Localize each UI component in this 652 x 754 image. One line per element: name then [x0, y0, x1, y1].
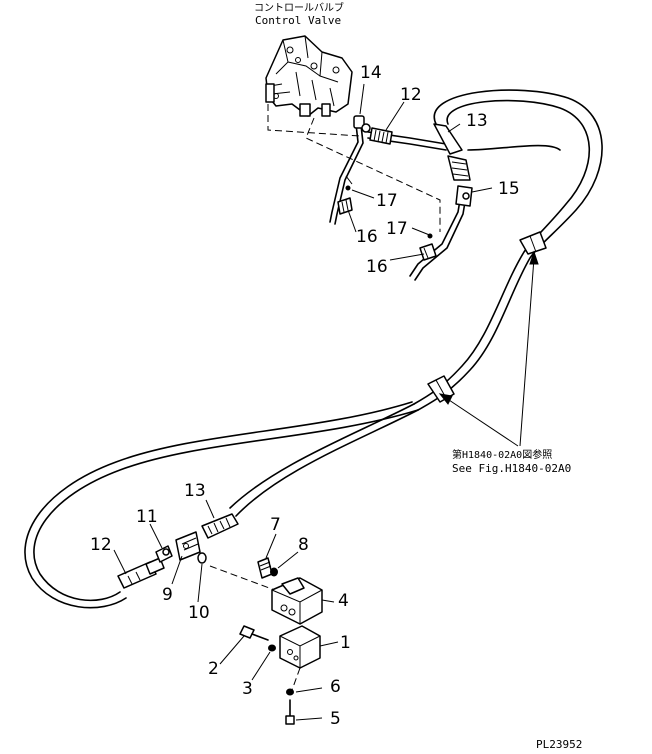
callout-4: 4 — [338, 591, 349, 611]
washer-6 — [286, 688, 294, 696]
long-hose-lower — [24, 401, 419, 609]
callout-16-b: 16 — [366, 257, 388, 277]
hose-13-top — [433, 123, 471, 181]
reference-text-jp: 第H1840-02A0図参照 — [452, 448, 552, 461]
bolt-5 — [285, 699, 295, 725]
control-valve-leader-lines — [267, 104, 441, 232]
pilot-tube-15 — [409, 185, 473, 281]
callout-3: 3 — [242, 679, 253, 699]
callout-12-top: 12 — [400, 85, 422, 105]
callout-15: 15 — [498, 179, 520, 199]
callout-7: 7 — [270, 515, 281, 535]
hose-12-top — [367, 127, 447, 151]
bolt-2 — [239, 625, 269, 641]
callout-12-bottom: 12 — [90, 535, 112, 555]
callout-13-bottom: 13 — [184, 481, 206, 501]
tee-fitting-9 — [175, 531, 201, 561]
pilot-tube-14 — [329, 115, 371, 225]
hose-13-bottom — [201, 513, 239, 539]
reference-arrows — [438, 250, 539, 447]
long-hose-upper — [413, 89, 603, 411]
callout-1: 1 — [340, 633, 351, 653]
oring-8 — [270, 567, 278, 577]
reference-text-en: See Fig.H1840-02A0 — [452, 462, 571, 475]
callout-2: 2 — [208, 659, 219, 679]
callout-11: 11 — [136, 507, 158, 527]
caption-control-valve-en: Control Valve — [255, 14, 341, 27]
oring-10 — [197, 552, 207, 564]
hose-clamp-upper — [519, 231, 547, 255]
callout-10: 10 — [188, 603, 210, 623]
callout-17-b: 17 — [386, 219, 408, 239]
callout-8: 8 — [298, 535, 309, 555]
dash-block-to-bolt — [291, 667, 301, 691]
caption-control-valve-jp: コントロールバルブ — [254, 1, 344, 14]
figure-id: PL23952 — [536, 738, 582, 751]
callout-16-a: 16 — [356, 227, 378, 247]
callout-9: 9 — [162, 585, 173, 605]
hose-12-bottom — [117, 557, 165, 589]
fitting-11 — [155, 545, 173, 563]
control-valve-drawing — [265, 35, 353, 117]
block-1 — [279, 625, 321, 669]
valve-block-4 — [271, 577, 323, 625]
washer-3 — [268, 644, 276, 652]
callout-17-a: 17 — [376, 191, 398, 211]
callout-6: 6 — [330, 677, 341, 697]
fitting-7 — [257, 557, 273, 579]
callout-leaders — [113, 83, 493, 721]
elbow-16b — [419, 243, 437, 261]
oring-17a — [345, 175, 353, 191]
callout-14: 14 — [360, 63, 382, 83]
callout-5: 5 — [330, 709, 341, 729]
dash-fitting-to-block — [209, 565, 281, 593]
callout-13-top: 13 — [466, 111, 488, 131]
